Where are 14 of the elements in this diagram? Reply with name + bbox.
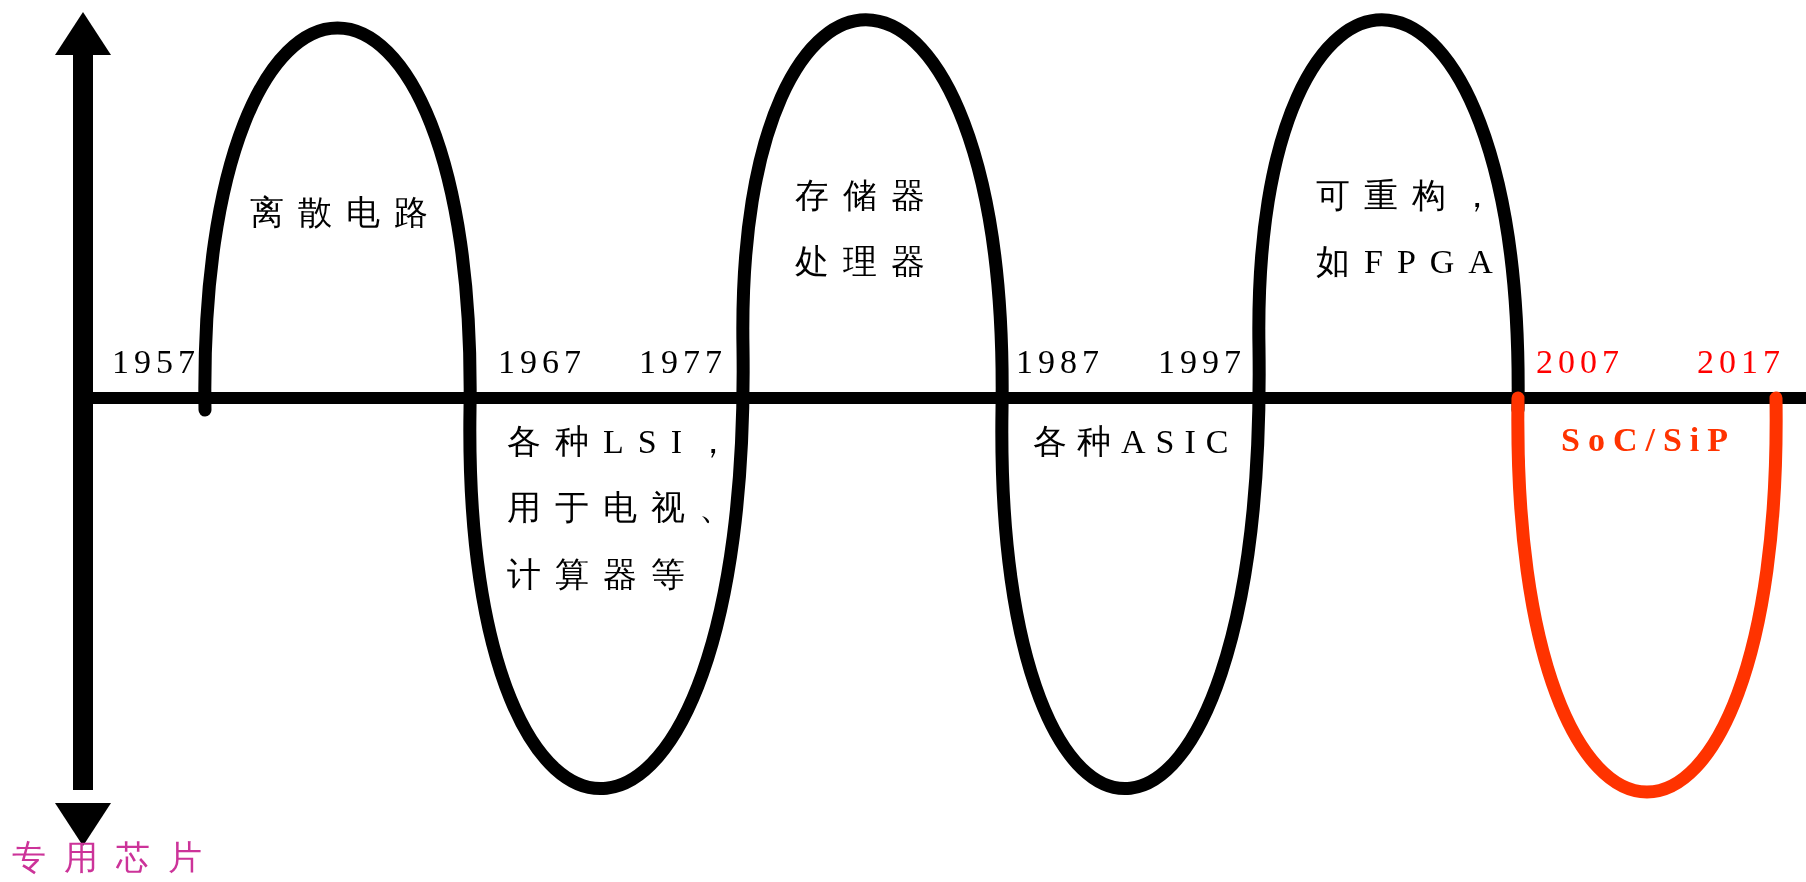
year-label: 1987 bbox=[1016, 342, 1105, 382]
era-label: SoC/SiP bbox=[1561, 420, 1738, 460]
era-label: 可重构，如FPGA bbox=[1316, 176, 1509, 283]
axis-label: 专用芯片 bbox=[12, 838, 221, 878]
year-label: 1967 bbox=[498, 342, 587, 382]
year-label: 2007 bbox=[1536, 342, 1625, 382]
year-label: 1977 bbox=[639, 342, 728, 382]
era-label: 存储器处理器 bbox=[795, 176, 940, 283]
era-label: 各种LSI，用于电视、计算器等 bbox=[507, 422, 748, 595]
year-label: 1997 bbox=[1158, 342, 1247, 382]
year-label: 1957 bbox=[112, 342, 201, 382]
era-label: 各种ASIC bbox=[1033, 422, 1240, 462]
year-label: 2017 bbox=[1697, 342, 1786, 382]
era-label: 离散电路 bbox=[250, 193, 443, 233]
